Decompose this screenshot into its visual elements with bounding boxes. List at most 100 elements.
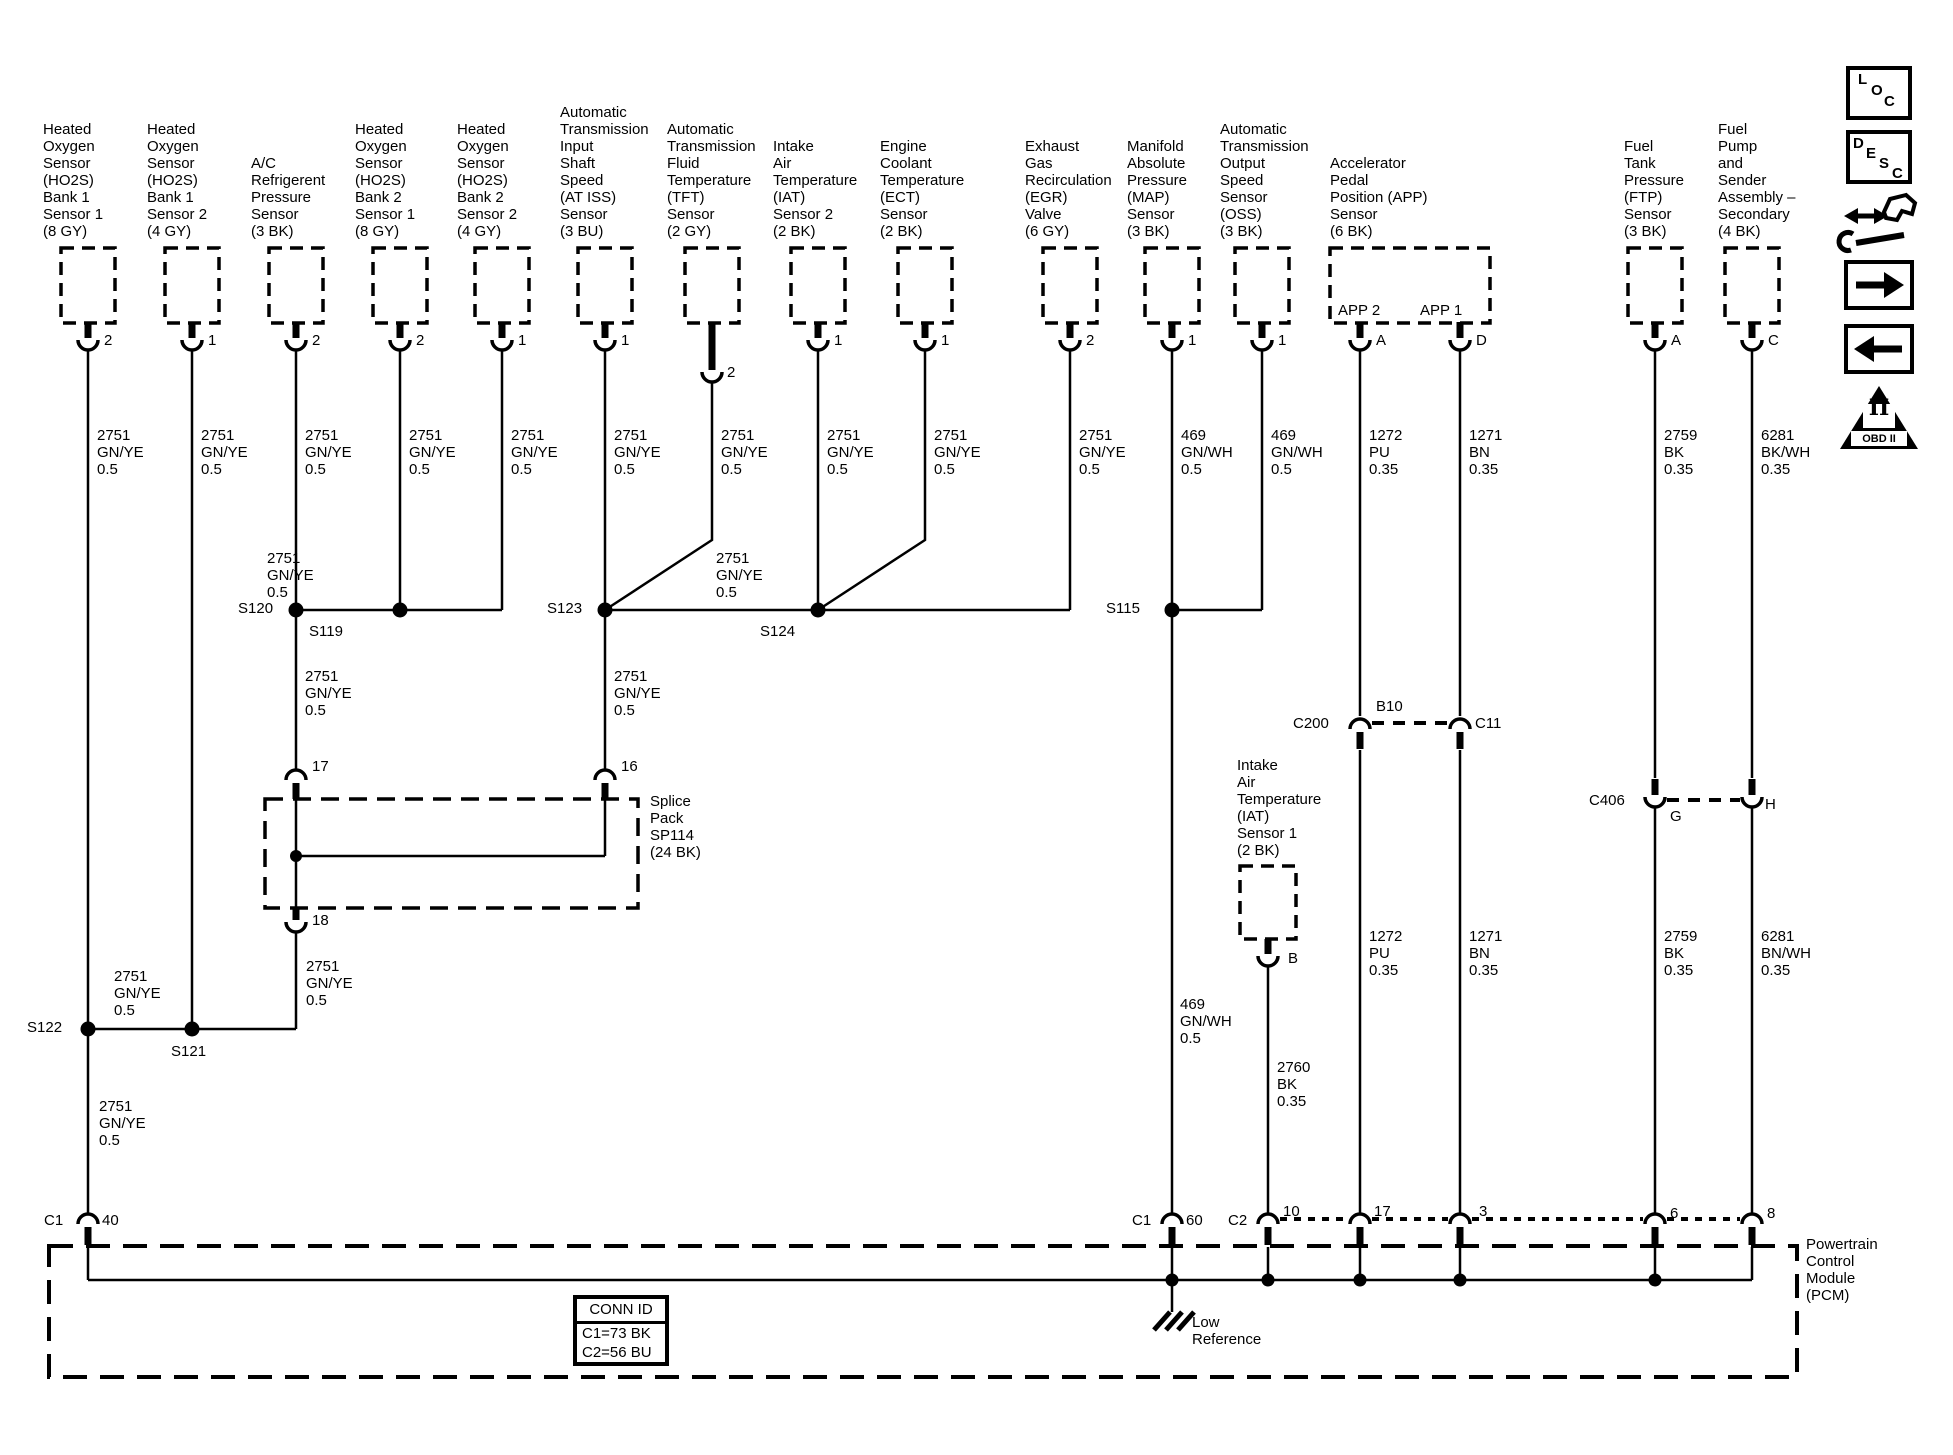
- pin-pcm-17: 17: [1374, 1203, 1391, 1220]
- desc-icon-letter-c: C: [1892, 165, 1903, 182]
- pin-egr: 2: [1086, 332, 1095, 349]
- desc-icon-letter-s: S: [1879, 155, 1890, 172]
- junction-dots: [80, 602, 1662, 1287]
- obd2-icon: [1840, 386, 1918, 449]
- label-fuel-pump-sender: Fuel Pump and Sender Assembly – Secondar…: [1718, 121, 1796, 240]
- wire-6281-top: 6281 BK/WH 0.35: [1761, 427, 1811, 478]
- vehicle-connector-icon[interactable]: [1836, 192, 1918, 253]
- pin-iat2: 1: [834, 332, 843, 349]
- wire-1272-lower: 1272 PU 0.35: [1369, 928, 1403, 979]
- wire-2760-iat1: 2760 BK 0.35: [1277, 1059, 1311, 1110]
- wire-2751-6: 2751 GN/YE 0.5: [614, 427, 661, 478]
- junction-s123: S123: [547, 600, 583, 617]
- wire-2751-below-s120: 2751 GN/YE 0.5: [305, 668, 352, 719]
- loc-icon[interactable]: [1846, 66, 1912, 120]
- wire-2751-below-s123: 2751 GN/YE 0.5: [614, 668, 661, 719]
- wire-1271-lower: 1271 BN 0.35: [1469, 928, 1503, 979]
- junction-s120: S120: [238, 600, 274, 617]
- label-at-iss-sensor: Automatic Transmission Input Shaft Speed…: [560, 104, 649, 240]
- wire-2751-10: 2751 GN/YE 0.5: [1079, 427, 1126, 478]
- wire-ect: [817, 350, 927, 612]
- label-egr-valve: Exhaust Gas Recirculation (EGR) Valve (6…: [1025, 138, 1112, 240]
- wire-2751-s123-bus: 2751 GN/YE 0.5: [716, 550, 763, 601]
- pin-ac: 2: [312, 332, 321, 349]
- label-map-sensor: Manifold Absolute Pressure (MAP) Sensor …: [1127, 138, 1188, 240]
- label-iat-sensor1: Intake Air Temperature (IAT) Sensor 1 (2…: [1237, 757, 1322, 859]
- splice-pack-box: [263, 797, 640, 910]
- ground-icon: [1152, 1310, 1196, 1332]
- connector-c406-g: G: [1670, 808, 1682, 825]
- pcm-internal-bus: [86, 1247, 1754, 1312]
- pin-iat1: B: [1288, 950, 1299, 967]
- conn-id-row-c2: C2=56 BU: [582, 1344, 652, 1361]
- pin-pcm-8: 8: [1767, 1205, 1776, 1222]
- wire-2751-7: 2751 GN/YE 0.5: [721, 427, 768, 478]
- pin-ect: 1: [941, 332, 950, 349]
- label-ftp-sensor: Fuel Tank Pressure (FTP) Sensor (3 BK): [1624, 138, 1685, 240]
- junction-s121: S121: [171, 1043, 207, 1060]
- pin-cups: [76, 339, 1764, 968]
- wire-2751-4: 2751 GN/YE 0.5: [409, 427, 456, 478]
- pin-splice-18: 18: [312, 912, 329, 929]
- wire-tft: [604, 382, 714, 612]
- pin-oss: 1: [1278, 332, 1287, 349]
- wire-2751-8: 2751 GN/YE 0.5: [827, 427, 874, 478]
- conn-dashed-links: [1280, 721, 1740, 1221]
- obd2-text: OBD II: [1862, 433, 1896, 445]
- label-ho2s-bank2-sensor1: Heated Oxygen Sensor (HO2S) Bank 2 Senso…: [355, 121, 416, 240]
- label-tft-sensor: Automatic Transmission Fluid Temperature…: [667, 121, 756, 240]
- pin-ho2s-b2s1: 2: [416, 332, 425, 349]
- wire-2751-5: 2751 GN/YE 0.5: [511, 427, 558, 478]
- pin-ftp: A: [1671, 332, 1682, 349]
- label-oss-sensor: Automatic Transmission Output Speed Sens…: [1220, 121, 1309, 240]
- desc-icon-letter-d: D: [1853, 135, 1864, 152]
- loc-icon-letter-o: O: [1871, 82, 1883, 99]
- label-ect-sensor: Engine Coolant Temperature (ECT) Sensor …: [880, 138, 965, 240]
- wire-2759-top: 2759 BK 0.35: [1664, 427, 1698, 478]
- pin-splice-17: 17: [312, 758, 329, 775]
- wire-2751-2: 2751 GN/YE 0.5: [201, 427, 248, 478]
- wire-2759-lower: 2759 BK 0.35: [1664, 928, 1698, 979]
- desc-icon[interactable]: [1846, 130, 1912, 184]
- sensor-box-app: [1328, 246, 1492, 325]
- forward-arrow-icon[interactable]: [1844, 260, 1914, 310]
- pin-pcm-c1-right: C1: [1132, 1212, 1152, 1229]
- pin-app2: A: [1376, 332, 1387, 349]
- label-ho2s-bank2-sensor2: Heated Oxygen Sensor (HO2S) Bank 2 Senso…: [457, 121, 518, 240]
- pin-map: 1: [1188, 332, 1197, 349]
- connector-c11: C11: [1475, 715, 1502, 732]
- wire-2751-below-s122: 2751 GN/YE 0.5: [99, 1098, 146, 1149]
- junction-s119: S119: [309, 623, 343, 640]
- conn-id-title: CONN ID: [577, 1299, 665, 1324]
- wire-2751-above-s121: 2751 GN/YE 0.5: [114, 968, 161, 1019]
- label-ho2s-bank1-sensor1: Heated Oxygen Sensor (HO2S) Bank 1 Senso…: [43, 121, 104, 240]
- pin-fp: C: [1768, 332, 1779, 349]
- connector-c200: C200: [1293, 715, 1329, 732]
- junction-s122: S122: [27, 1019, 63, 1036]
- pin-arcs: [76, 717, 1764, 1225]
- wire-6281-lower: 6281 BN/WH 0.35: [1761, 928, 1811, 979]
- obd2-pillar: II: [1868, 395, 1890, 421]
- wire-469-lower: 469 GN/WH 0.5: [1180, 996, 1232, 1047]
- pin-ho2s-b2s2: 1: [518, 332, 527, 349]
- icon-column: [1836, 66, 1918, 449]
- connector-b10: B10: [1376, 698, 1403, 715]
- label-app1-terminal: APP 1: [1420, 302, 1463, 319]
- wire-2751-s120-bus: 2751 GN/YE 0.5: [267, 550, 314, 601]
- label-ac-refrigerent-pressure-sensor: A/C Refrigerent Pressure Sensor (3 BK): [251, 155, 326, 240]
- wire-2751-3: 2751 GN/YE 0.5: [305, 427, 352, 478]
- wire-1272-top: 1272 PU 0.35: [1369, 427, 1403, 478]
- label-iat-sensor2: Intake Air Temperature (IAT) Sensor 2 (2…: [773, 138, 858, 240]
- pin-ho2s-b1s2: 1: [208, 332, 217, 349]
- pin-pcm-60: 60: [1186, 1212, 1203, 1229]
- junction-s115: S115: [1106, 600, 1140, 617]
- wire-2751-9: 2751 GN/YE 0.5: [934, 427, 981, 478]
- pin-splice-16: 16: [621, 758, 638, 775]
- label-app2-terminal: APP 2: [1338, 302, 1381, 319]
- pin-pcm-3: 3: [1479, 1203, 1488, 1220]
- back-arrow-icon[interactable]: [1844, 324, 1914, 374]
- connector-c406: C406: [1589, 792, 1625, 809]
